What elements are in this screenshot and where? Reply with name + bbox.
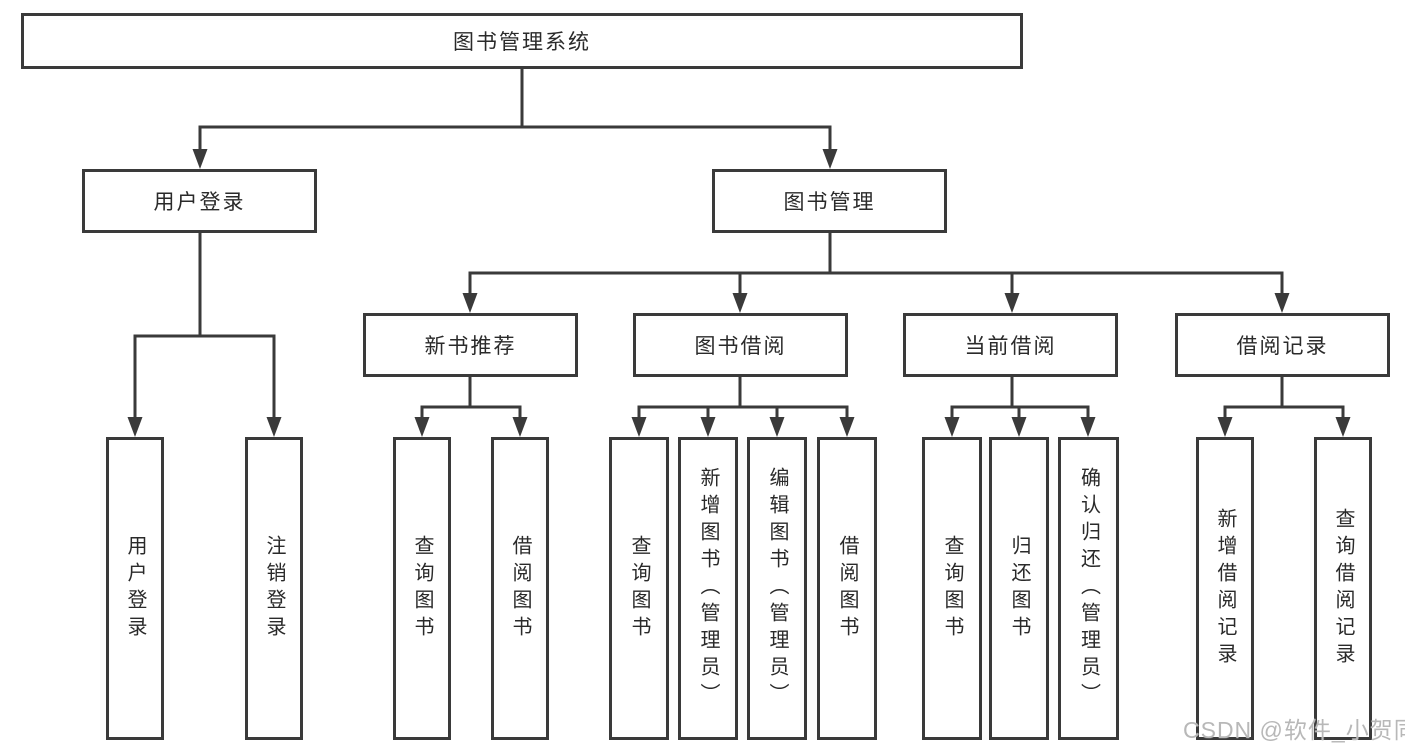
connector-book-borrow-to-leaves — [631, 377, 855, 437]
leaf-add-books-admin: 新增图书（管理员） — [678, 437, 738, 740]
connector-current-borrow-to-leaves — [944, 377, 1096, 437]
connector-new-book-recommend-to-leaves — [414, 377, 528, 437]
node-borrow-records: 借阅记录 — [1175, 313, 1390, 377]
connector-borrow-records-to-leaves — [1217, 377, 1351, 437]
connector-root-to-level1 — [192, 69, 838, 169]
leaf-add-borrow-record: 新增借阅记录 — [1196, 437, 1254, 740]
node-library-system: 图书管理系统 — [21, 13, 1023, 69]
watermark: CSDN @软件_小贺同学 — [1183, 717, 1405, 743]
node-new-book-recommend: 新书推荐 — [363, 313, 578, 377]
connector-user-login-to-leaves — [127, 233, 282, 437]
connector-book-management-to-level2 — [462, 233, 1290, 313]
leaf-query-borrow-record: 查询借阅记录 — [1314, 437, 1372, 740]
node-user-login: 用户登录 — [82, 169, 317, 233]
leaf-borrow-query-books: 查询图书 — [609, 437, 669, 740]
leaf-recommend-borrow-books: 借阅图书 — [491, 437, 549, 740]
leaf-borrow-books: 借阅图书 — [817, 437, 877, 740]
leaf-user-login: 用户登录 — [106, 437, 164, 740]
leaf-confirm-return-admin: 确认归还（管理员） — [1058, 437, 1119, 740]
node-current-borrow: 当前借阅 — [903, 313, 1118, 377]
node-book-borrow: 图书借阅 — [633, 313, 848, 377]
leaf-logout: 注销登录 — [245, 437, 303, 740]
node-book-management: 图书管理 — [712, 169, 947, 233]
leaf-recommend-query-books: 查询图书 — [393, 437, 451, 740]
leaf-current-query-books: 查询图书 — [922, 437, 982, 740]
leaf-return-books: 归还图书 — [989, 437, 1049, 740]
leaf-edit-books-admin: 编辑图书（管理员） — [747, 437, 807, 740]
